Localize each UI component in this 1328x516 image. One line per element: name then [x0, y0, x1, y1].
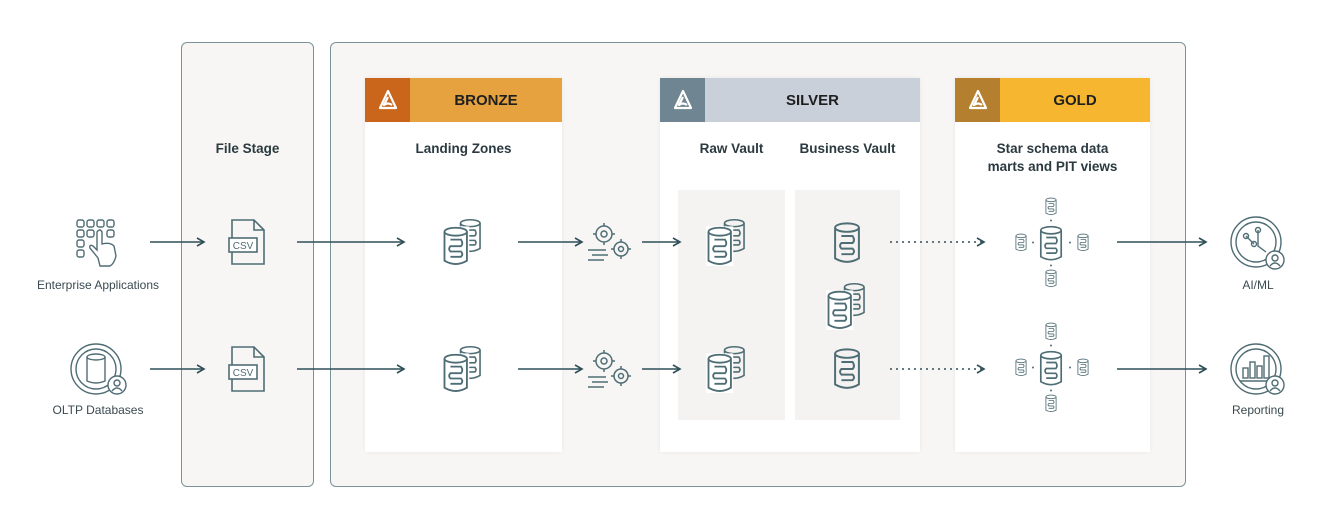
ai-ml-user-icon [1230, 216, 1282, 268]
star-schema-line2: marts and PIT views [987, 159, 1118, 174]
gears-icon [587, 349, 632, 388]
database-icon [834, 222, 860, 263]
user-badge-icon [1265, 250, 1285, 270]
star-schema-icon [1016, 323, 1088, 412]
business-vault-label: Business Vault [799, 141, 896, 156]
gold-card: GOLD Star schema data marts and PIT views [955, 78, 1150, 452]
database-icon [834, 348, 860, 389]
database-stack-icon [826, 284, 864, 330]
ai-ml-label: AI/ML [1242, 278, 1274, 292]
star-schema-icon [1016, 198, 1088, 287]
logo-icon [365, 78, 410, 122]
raw-vault-label: Raw Vault [699, 141, 764, 156]
logo-icon [660, 78, 705, 122]
csv-file-label: CSV [233, 241, 254, 252]
logo-icon [955, 78, 1000, 122]
star-schema-label: Star schema data marts and PIT views [955, 140, 1150, 176]
bronze-title: BRONZE [410, 78, 562, 122]
flow-arrows [150, 237, 1208, 374]
csv-file-label: CSV [233, 368, 254, 379]
user-badge-icon [1265, 375, 1285, 395]
database-user-icon [70, 343, 122, 395]
gold-title: GOLD [1000, 78, 1150, 122]
star-schema-line1: Star schema data [996, 141, 1109, 156]
oltp-databases-label: OLTP Databases [52, 403, 144, 417]
database-stack-icon [442, 347, 480, 393]
silver-card: SILVER Raw Vault Business Vault [660, 78, 920, 452]
gears-icon [587, 222, 632, 261]
database-stack-icon [706, 220, 744, 266]
database-stack-icon [442, 220, 480, 266]
bronze-header: BRONZE [365, 78, 562, 122]
landing-zones-label: Landing Zones [415, 141, 512, 156]
silver-title: SILVER [705, 78, 920, 122]
gold-header: GOLD [955, 78, 1150, 122]
reporting-label: Reporting [1231, 403, 1285, 417]
user-badge-icon [107, 375, 127, 395]
file-stage-title: File Stage [215, 141, 280, 156]
silver-header: SILVER [660, 78, 920, 122]
database-stack-icon [706, 347, 744, 393]
reporting-chart-user-icon [1230, 343, 1282, 395]
enterprise-applications-label: Enterprise Applications [36, 278, 160, 292]
app-grid-touch-icon [76, 219, 117, 267]
